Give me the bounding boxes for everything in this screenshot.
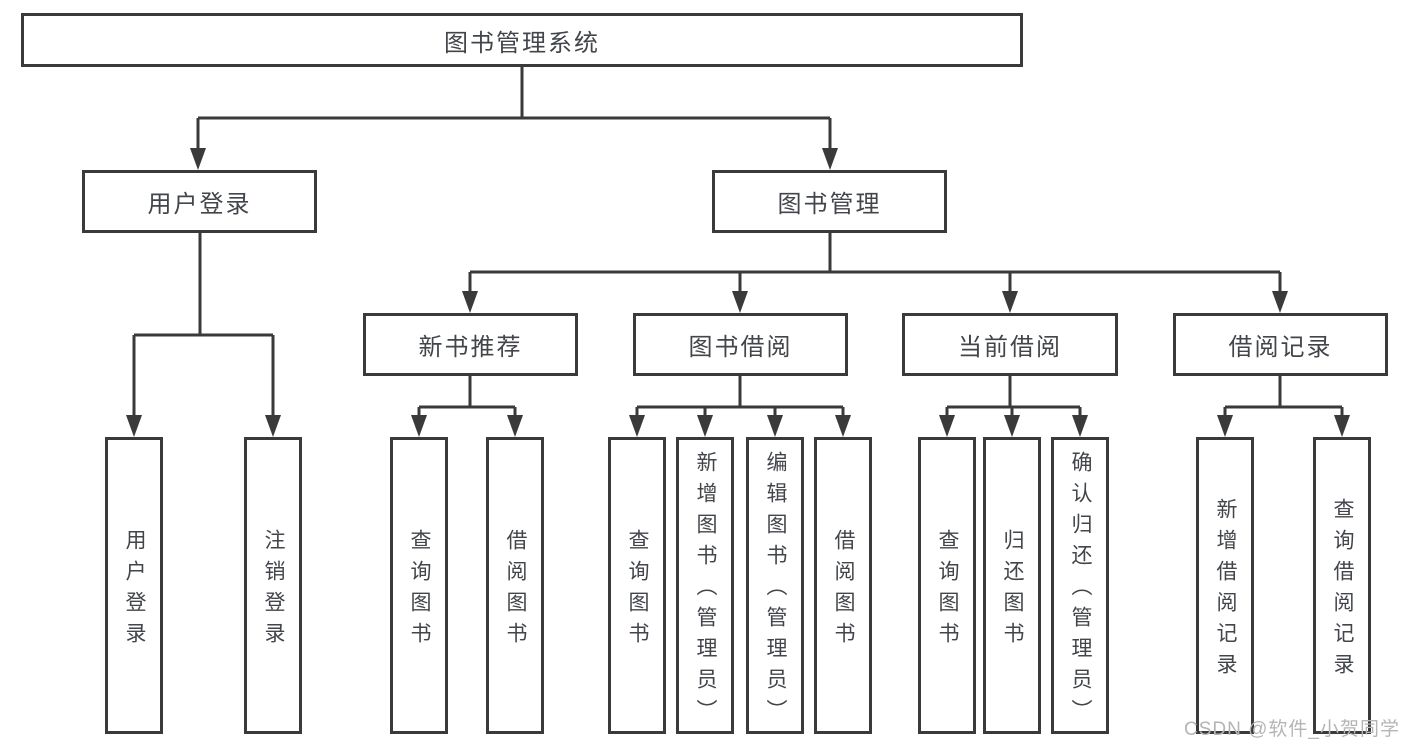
node-query-books-recommend: 查询图书 <box>390 437 448 734</box>
node-return-books: 归还图书 <box>983 437 1041 734</box>
node-query-books-borrowing-label: 查询图书 <box>626 528 649 653</box>
node-logout-op-label: 注销登录 <box>262 528 285 653</box>
node-confirm-return-admin: 确认归还（管理员） <box>1051 437 1109 734</box>
node-root: 图书管理系统 <box>21 13 1023 67</box>
node-borrow-books-borrowing-label: 借阅图书 <box>832 528 855 653</box>
node-user-login-op: 用户登录 <box>105 437 163 734</box>
node-query-books-recommend-label: 查询图书 <box>408 528 431 653</box>
node-query-borrow-record-label: 查询借阅记录 <box>1331 497 1354 684</box>
node-query-books-current-label: 查询图书 <box>936 528 959 653</box>
node-edit-books-admin: 编辑图书（管理员） <box>746 437 804 734</box>
node-borrow-books-recommend-label: 借阅图书 <box>504 528 527 653</box>
node-return-books-label: 归还图书 <box>1001 528 1024 653</box>
node-borrowing-records: 借阅记录 <box>1173 313 1388 376</box>
node-add-books-admin-label: 新增图书（管理员） <box>694 451 717 730</box>
node-new-book-recommendation: 新书推荐 <box>363 313 578 376</box>
node-book-management: 图书管理 <box>712 170 947 233</box>
node-add-borrow-record: 新增借阅记录 <box>1196 437 1254 734</box>
node-user-login: 用户登录 <box>82 170 317 233</box>
node-query-books-current: 查询图书 <box>918 437 976 734</box>
node-query-books-borrowing: 查询图书 <box>608 437 666 734</box>
node-book-borrowing: 图书借阅 <box>633 313 848 376</box>
watermark: CSDN @软件_小贺同学 <box>1184 719 1400 740</box>
node-logout-op: 注销登录 <box>244 437 302 734</box>
node-current-borrowing: 当前借阅 <box>902 313 1118 376</box>
node-confirm-return-admin-label: 确认归还（管理员） <box>1069 451 1092 730</box>
node-borrow-books-borrowing: 借阅图书 <box>814 437 872 734</box>
node-user-login-op-label: 用户登录 <box>123 528 146 653</box>
node-add-borrow-record-label: 新增借阅记录 <box>1214 497 1237 684</box>
node-borrow-books-recommend: 借阅图书 <box>486 437 544 734</box>
node-query-borrow-record: 查询借阅记录 <box>1313 437 1371 734</box>
node-edit-books-admin-label: 编辑图书（管理员） <box>764 451 787 730</box>
node-add-books-admin: 新增图书（管理员） <box>676 437 734 734</box>
